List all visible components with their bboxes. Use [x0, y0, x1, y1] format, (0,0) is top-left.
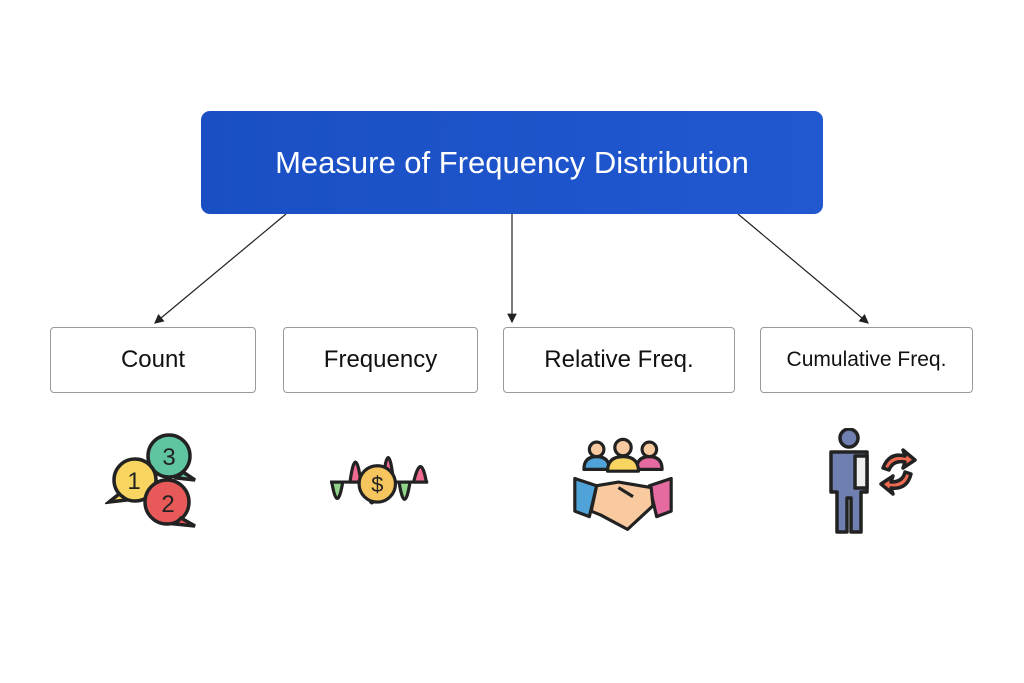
icon-dollar: $ — [371, 472, 383, 497]
icon-number-3: 3 — [162, 444, 175, 471]
arrow-to-cumulative — [737, 213, 869, 324]
dollar-wave-icon: $ — [330, 456, 429, 505]
handshake-group-icon — [573, 437, 673, 531]
node-label: Frequency — [323, 346, 438, 373]
person-cycle-icon — [829, 428, 917, 534]
arrow-to-count — [154, 213, 287, 324]
root-node: Measure of Frequency Distribution — [201, 111, 823, 214]
node-count: Count — [50, 327, 256, 393]
node-label: Cumulative Freq. — [786, 348, 947, 371]
numbered-speech-bubbles-icon: 3 1 2 — [105, 433, 196, 528]
node-label: Count — [120, 346, 186, 373]
icon-number-2: 2 — [161, 491, 174, 518]
node-relative-freq: Relative Freq. — [503, 327, 735, 393]
icon-number-1: 1 — [127, 468, 140, 495]
root-title: Measure of Frequency Distribution — [275, 144, 749, 180]
node-cumulative-freq: Cumulative Freq. — [760, 327, 973, 393]
node-label: Relative Freq. — [544, 346, 694, 373]
node-frequency: Frequency — [283, 327, 478, 393]
